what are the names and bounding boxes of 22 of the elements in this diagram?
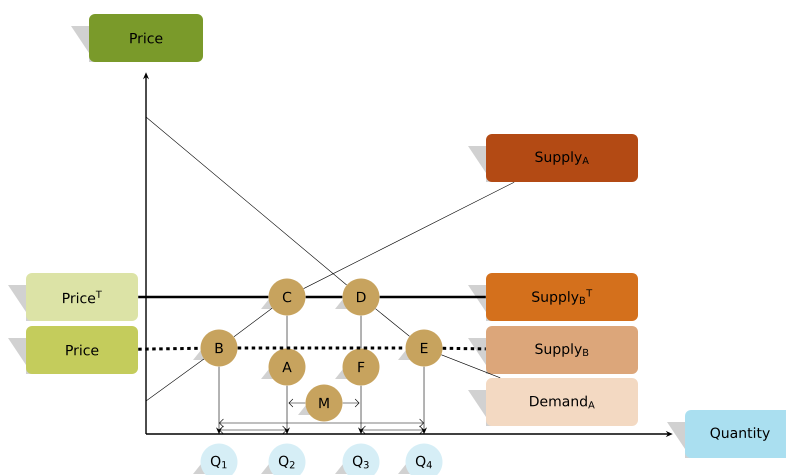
curve-label: Supply$_{B}$ [468,326,638,374]
price-label: Price$^{T}$ [8,273,138,321]
line [380,296,486,298]
line [146,358,204,402]
curve-label: Supply$_{A}$ [468,134,638,182]
price-label: Price [8,326,138,374]
line [360,315,362,349]
curve-label: Demand$_{A}$ [468,378,638,426]
line [286,315,288,349]
line [306,296,342,298]
curve-label: Supply$_{B}$T [468,273,638,321]
line [234,308,272,338]
arrow [342,398,360,408]
line [442,346,486,350]
line [138,296,268,298]
axis-label: Price [71,14,203,62]
line [138,346,200,351]
axis-label: Quantity [667,410,786,458]
line [303,182,514,289]
line [375,308,410,337]
arrow [288,398,306,408]
line [146,116,347,286]
